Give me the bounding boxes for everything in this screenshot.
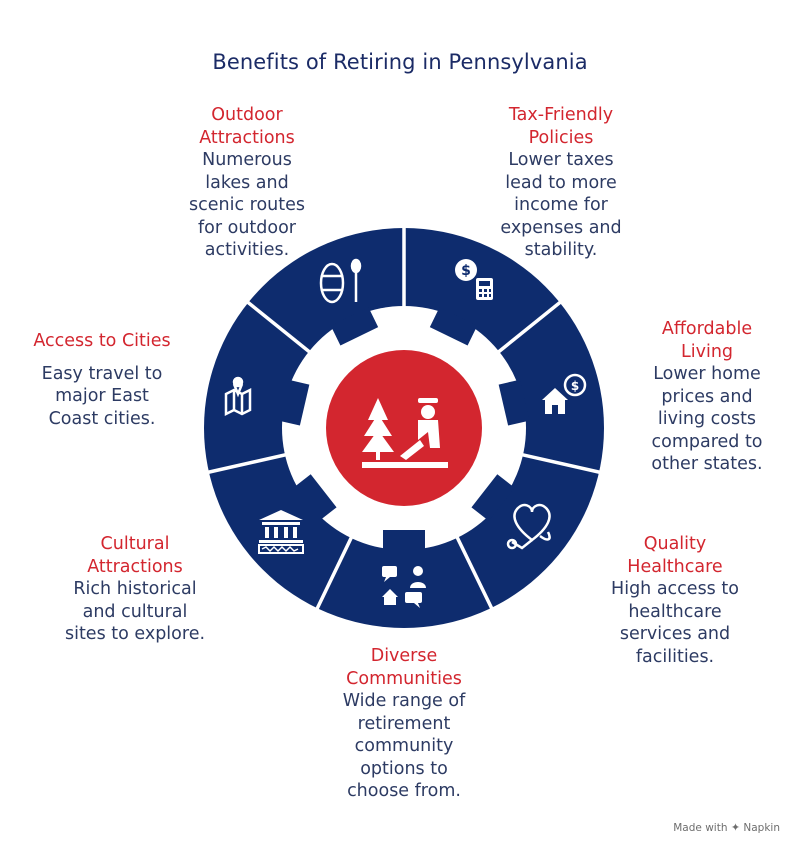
ring-tab [471, 474, 515, 521]
house-dollar-icon: $ [542, 373, 587, 414]
ring-tab [429, 307, 478, 346]
dollar-calculator-icon: $ [455, 259, 493, 300]
wheel-tabs [278, 307, 530, 552]
napkin-logo-icon: ✦ [730, 821, 741, 834]
svg-text:$: $ [461, 263, 471, 279]
ring-tab [383, 530, 425, 552]
ring-tab [498, 379, 530, 426]
credit-brand: Napkin [743, 822, 780, 834]
ring-tab [330, 307, 379, 346]
svg-text:$: $ [571, 379, 579, 393]
people-chat-house-icon [382, 566, 426, 608]
museum-icon [258, 510, 304, 554]
credit-text: Made with [673, 822, 728, 834]
kayak-paddle-icon [319, 258, 362, 304]
heart-stethoscope-icon [506, 503, 551, 550]
person-tree-icon [362, 398, 448, 468]
map-pin-icon [224, 376, 252, 417]
made-with-napkin-credit[interactable]: Made with ✦ Napkin [673, 821, 780, 834]
wheel-center [326, 350, 482, 506]
page-title: Benefits of Retiring in Pennsylvania [212, 50, 588, 74]
ring-tab [293, 474, 337, 521]
benefit-title: Access to Cities [33, 331, 171, 351]
ring-tab [278, 379, 310, 426]
